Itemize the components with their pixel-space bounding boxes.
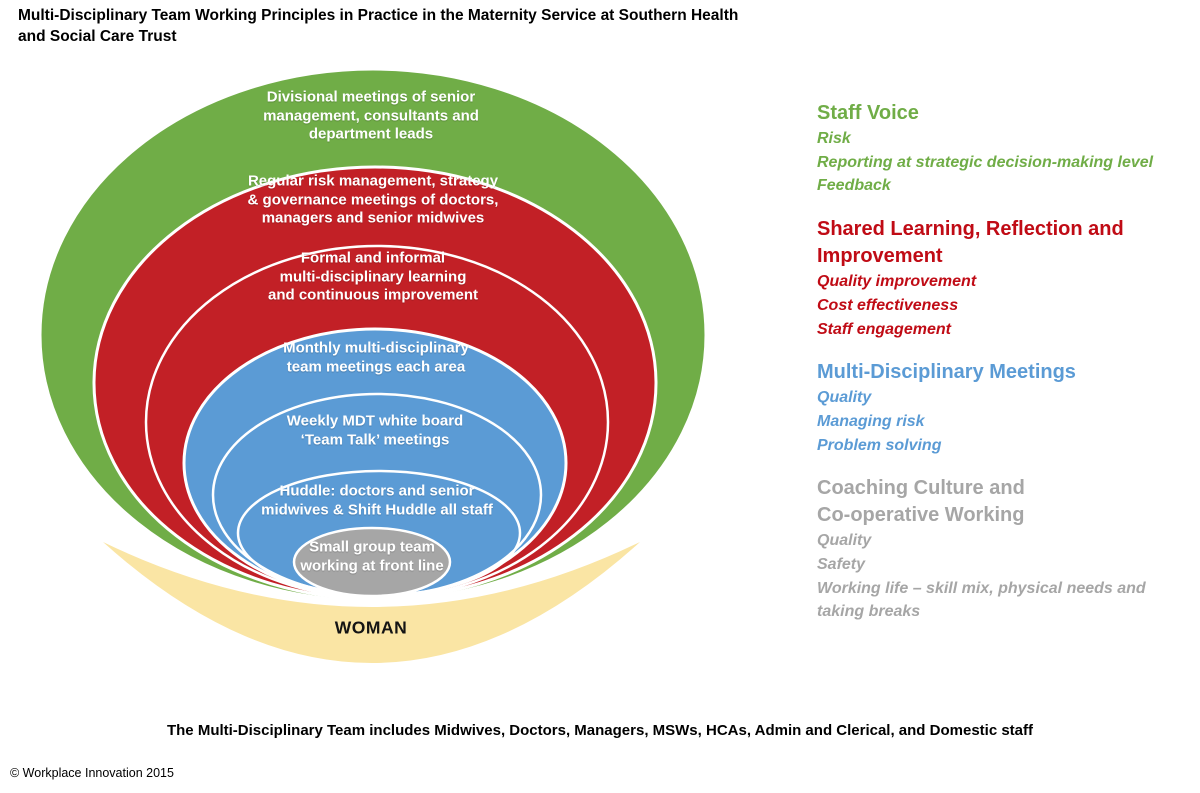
legend-heading-staff-voice: Staff Voice	[817, 102, 919, 124]
legend-heading-shared-learning: Shared Learning, Reflection and Improvem…	[817, 218, 1124, 268]
woman-label: WOMAN	[334, 617, 408, 638]
team-composition-note: The Multi-Disciplinary Team includes Mid…	[166, 722, 1033, 739]
legend-section-shared-learning: Shared Learning, Reflection and Improvem…	[817, 216, 1200, 341]
ring-label-divisional: Divisional meetings of senior management…	[263, 88, 479, 143]
ring-label-huddle: Huddle: doctors and senior midwives & Sh…	[261, 482, 493, 519]
legend-item: Safety	[817, 556, 866, 574]
ring-label-governance: Regular risk management, strategy & gove…	[247, 172, 499, 227]
legend-section-coaching-culture: Coaching Culture and Co-operative Workin…	[817, 475, 1200, 624]
legend-heading-mdt-meetings: Multi-Disciplinary Meetings	[817, 361, 1076, 384]
copyright-notice: © Workplace Innovation 2015	[10, 766, 174, 780]
legend-item: Staff engagement	[817, 320, 951, 338]
ellipse-gray-frontline	[292, 526, 452, 598]
page-title: Multi-Disciplinary Team Working Principl…	[18, 7, 739, 45]
legend-item: Cost effectiveness	[817, 296, 959, 314]
ring-label-monthly-meetings: Monthly multi-disciplinary team meetings…	[283, 339, 469, 376]
legend-item: Quality	[817, 532, 872, 550]
legend-item: Managing risk	[817, 412, 925, 430]
ring-label-frontline: Small group team working at front line	[300, 538, 444, 575]
legend-section-staff-voice: Staff Voice Risk Reporting at strategic …	[817, 100, 1200, 198]
legend-item: Reporting at strategic decision-making l…	[817, 153, 1154, 171]
legend-item: Quality improvement	[817, 273, 977, 291]
legend-item: Working life – skill mix, physical needs…	[817, 579, 1146, 621]
woman-crescent	[103, 542, 640, 663]
legend-heading-coaching-culture: Coaching Culture and Co-operative Workin…	[817, 477, 1025, 527]
legend-item: Quality	[817, 389, 872, 407]
legend: Staff Voice Risk Reporting at strategic …	[817, 100, 1200, 642]
ring-label-weekly-team-talk: Weekly MDT white board ‘Team Talk’ meeti…	[286, 412, 464, 449]
legend-item: Risk	[817, 130, 851, 147]
legend-item: Problem solving	[817, 436, 942, 454]
legend-item: Feedback	[817, 177, 891, 195]
ring-label-learning: Formal and informal multi-disciplinary l…	[267, 249, 479, 304]
legend-section-mdt-meetings: Multi-Disciplinary Meetings Quality Mana…	[817, 359, 1200, 457]
